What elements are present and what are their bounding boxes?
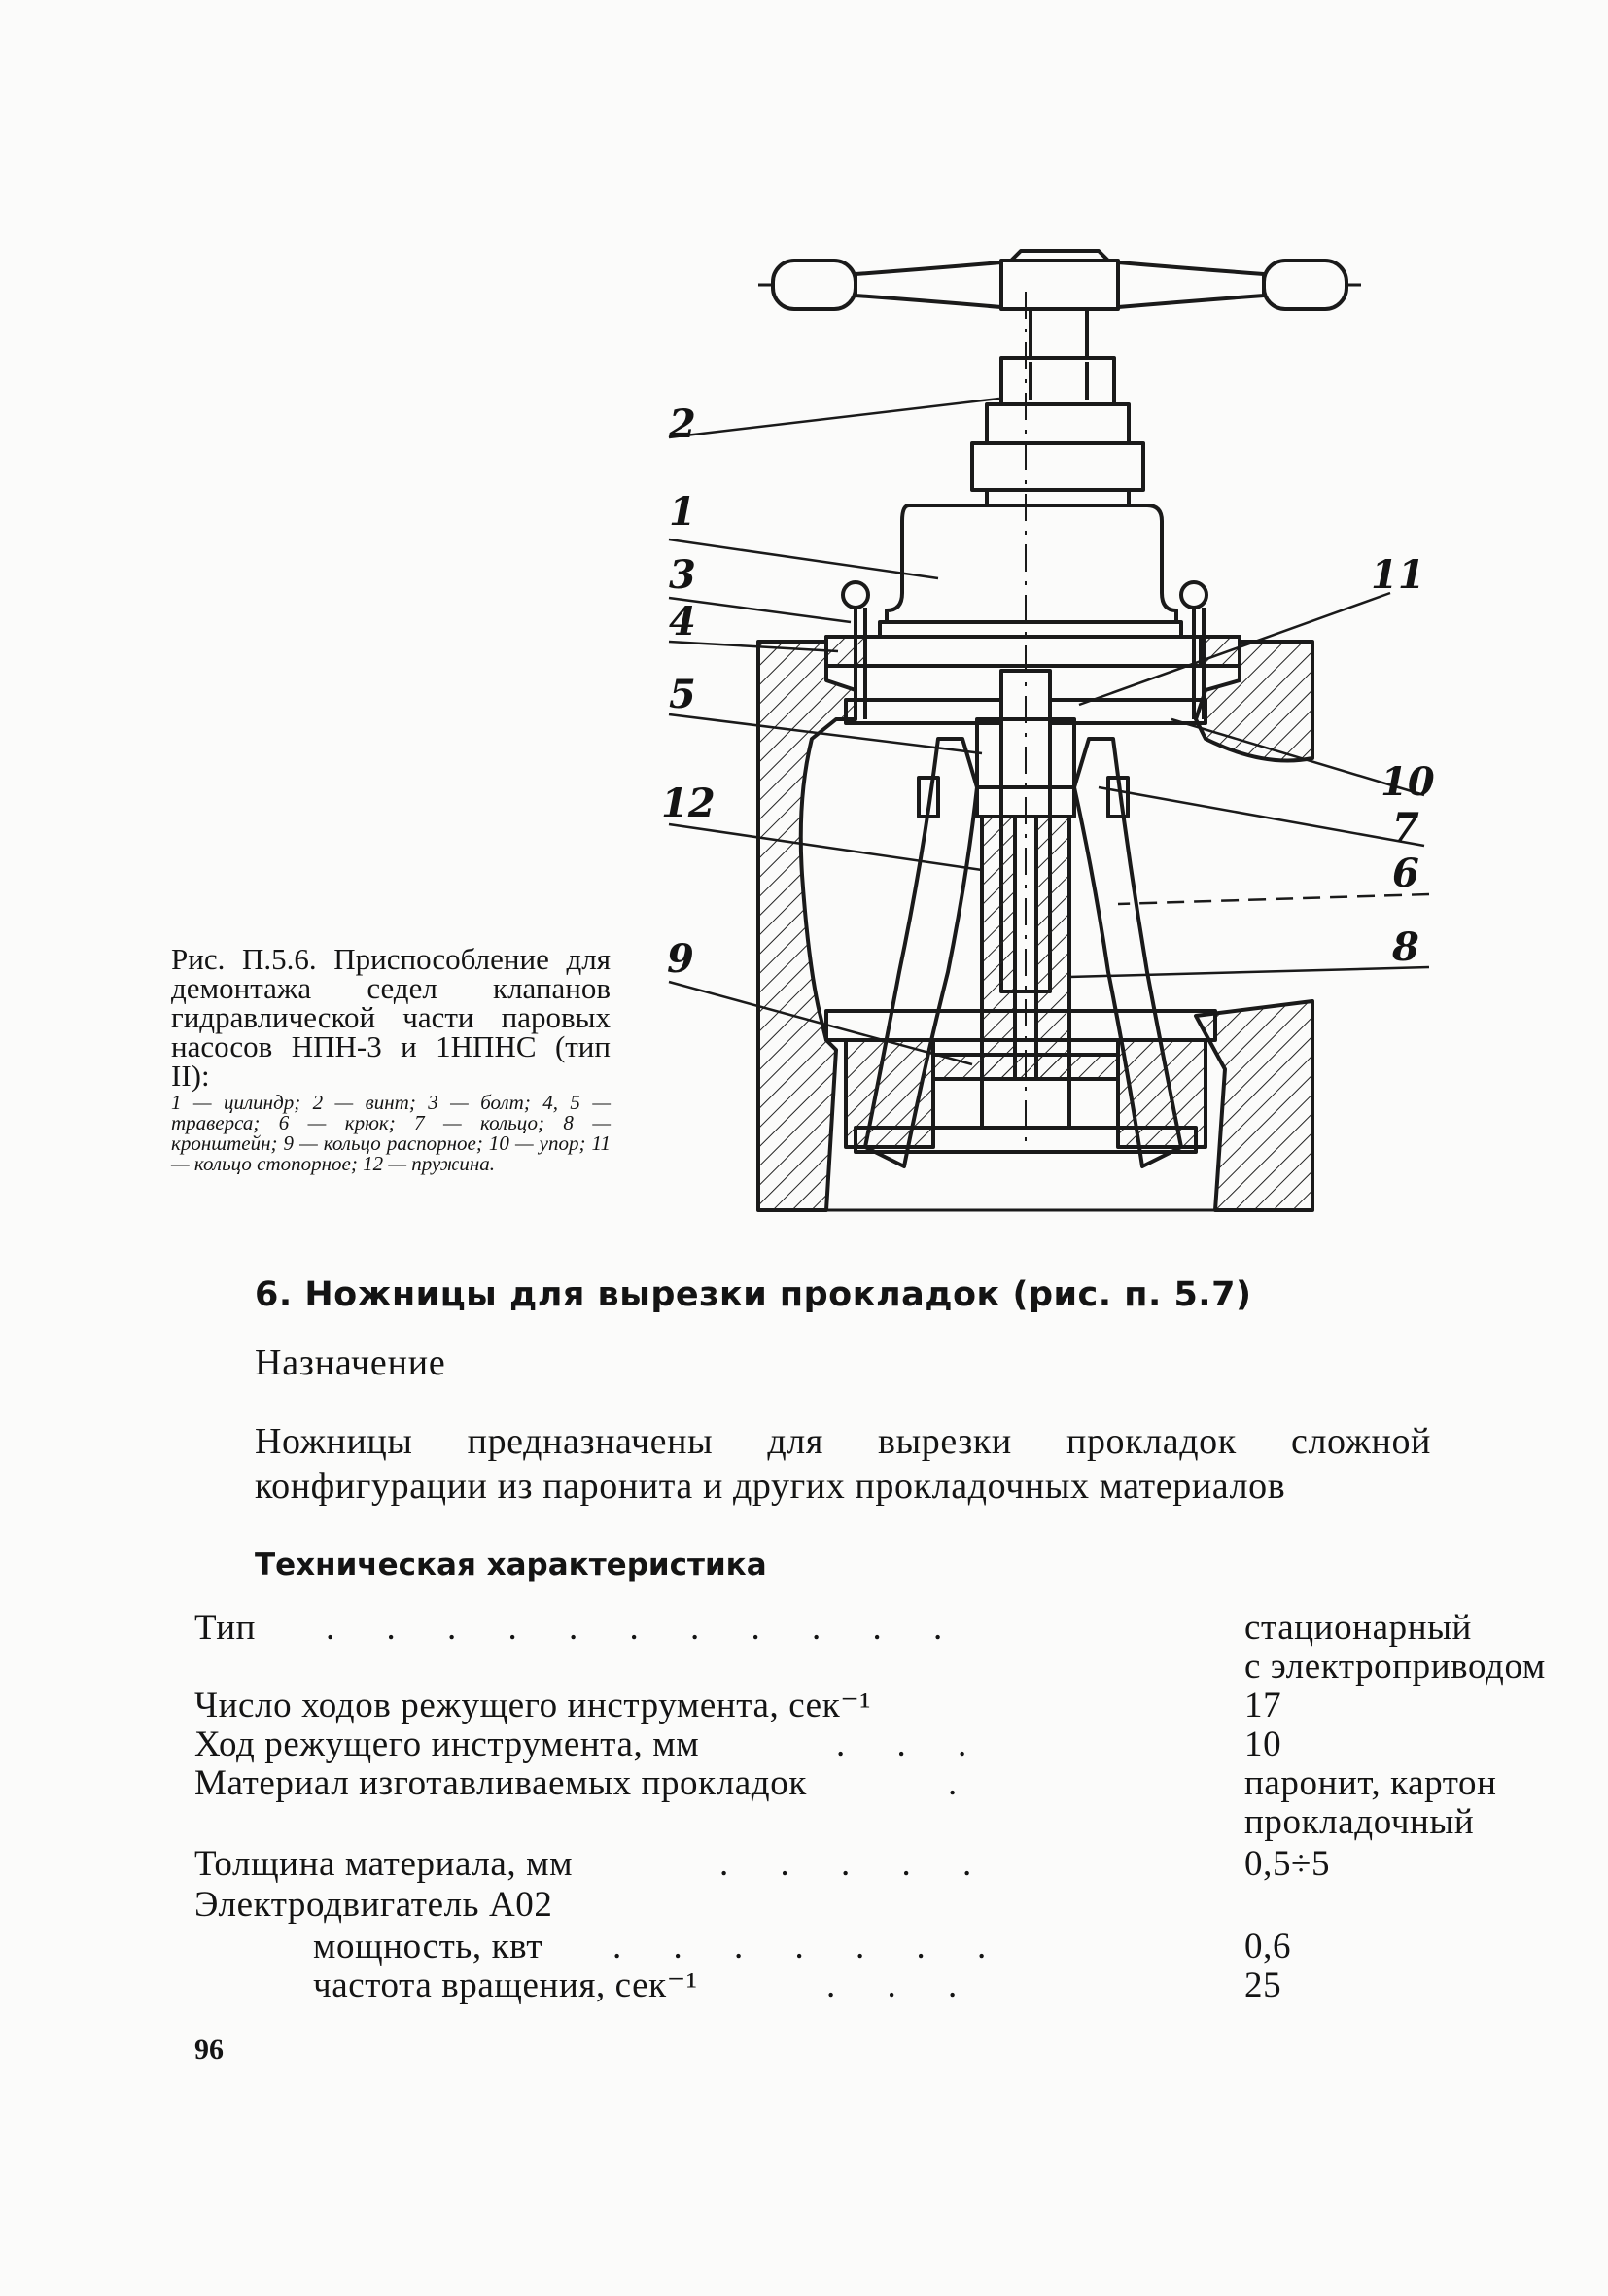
handle-bar <box>758 249 1361 311</box>
section-heading: 6. Ножницы для вырезки прокладок (рис. п… <box>255 1275 1252 1314</box>
spec-value: прокладочный <box>1244 1802 1475 1842</box>
figure-caption-legend: 1 — цилиндр; 2 — винт; 3 — болт; 4, 5 — … <box>171 1091 611 1175</box>
pump-housing-left <box>756 640 857 1212</box>
spec-value: 0,5÷5 <box>1244 1844 1331 1884</box>
figure-caption: Рис. П.5.6. Приспособление для демонтажа… <box>171 942 611 1175</box>
spec-label: Электродвигатель А02 <box>194 1885 553 1925</box>
purpose-paragraph: Ножницы предназначены для вырезки прокла… <box>255 1421 1431 1507</box>
screw <box>970 307 1145 507</box>
spec-dots: . . . . . . . . . . . <box>326 1608 964 1648</box>
spec-value: стационарный <box>1244 1608 1472 1648</box>
spec-label: Толщина материала, мм <box>194 1844 574 1884</box>
callout-2: 2 <box>668 401 696 447</box>
spec-heading: Техническая характеристика <box>255 1548 767 1583</box>
callout-9: 9 <box>667 936 694 982</box>
spec-value: с электроприводом <box>1244 1647 1546 1687</box>
callout-7: 7 <box>1392 805 1419 851</box>
figure-caption-title: Рис. П.5.6. Приспособление для демонтажа… <box>171 942 611 1093</box>
callout-4: 4 <box>669 599 696 644</box>
spec-dots: . . . <box>826 1966 979 2005</box>
callout-11: 11 <box>1371 552 1425 598</box>
spec-label: Число ходов режущего инструмента, сек⁻¹ <box>194 1686 872 1725</box>
callout-3: 3 <box>669 552 696 598</box>
callout-5: 5 <box>669 672 696 717</box>
spec-value: 25 <box>1244 1966 1282 2005</box>
spec-value: 0,6 <box>1244 1927 1292 1966</box>
spec-dots: . . . . . <box>719 1844 994 1884</box>
spec-label: мощность, квт <box>313 1927 543 1966</box>
spec-value: 17 <box>1244 1686 1282 1725</box>
callout-6: 6 <box>1392 851 1419 896</box>
spec-dots: . . . . . . . <box>612 1927 1008 1966</box>
spec-label: Материал изготавливаемых прокладок <box>194 1763 807 1803</box>
spec-value: 10 <box>1244 1724 1282 1764</box>
spec-dots: . <box>948 1763 979 1803</box>
callout-1: 1 <box>669 489 696 535</box>
spec-value: паронит, картон <box>1244 1763 1497 1803</box>
callout-10: 10 <box>1381 759 1435 805</box>
callout-12: 12 <box>661 781 716 826</box>
cylinder <box>885 504 1178 624</box>
upper-traverse <box>824 635 1241 668</box>
purpose-subheading: Назначение <box>255 1342 446 1383</box>
spec-label: частота вращения, сек⁻¹ <box>313 1966 698 2005</box>
valve-seat-puller-drawing: 2 1 3 4 5 12 9 11 10 7 6 8 <box>661 249 1435 1212</box>
page-number: 96 <box>194 2034 224 2066</box>
spec-dots: . . . <box>836 1724 989 1764</box>
spec-label: Тип <box>194 1608 257 1648</box>
spec-label: Ход режущего инструмента, мм <box>194 1724 700 1764</box>
callout-8: 8 <box>1391 924 1419 970</box>
